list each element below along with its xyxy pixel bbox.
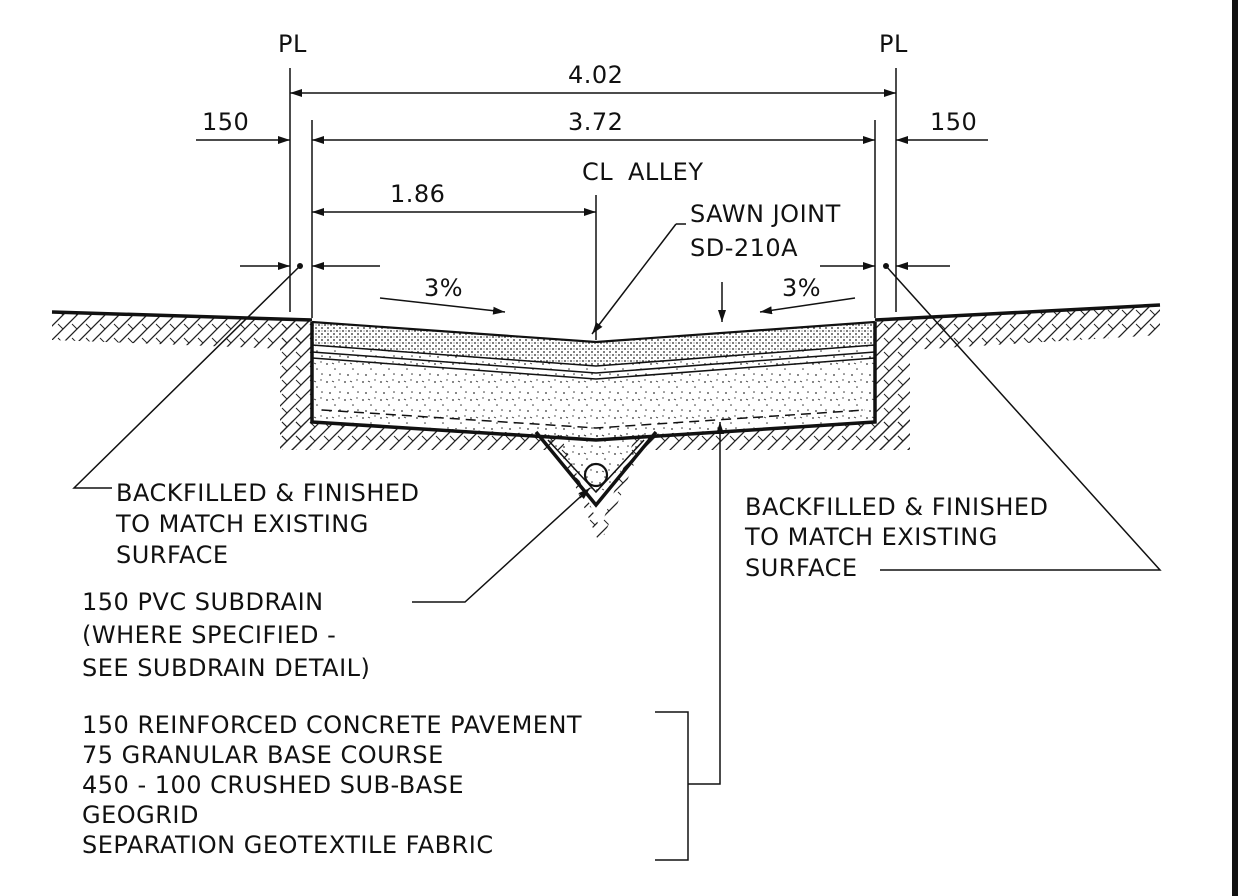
- pl-right: PL: [879, 30, 908, 58]
- sawn-joint-leader: [591, 223, 677, 335]
- dimension-lines: [196, 68, 988, 340]
- backfill-left-1: BACKFILLED & FINISHED: [116, 479, 420, 507]
- backfill-right-2: TO MATCH EXISTING: [744, 523, 998, 551]
- layers-bracket: [655, 711, 689, 861]
- backfill-left-2: TO MATCH EXISTING: [115, 510, 369, 538]
- subdrain-1: 150 PVC SUBDRAIN: [82, 588, 324, 616]
- sheet-border: [1232, 0, 1238, 896]
- existing-ground: [51, 303, 1161, 545]
- dim-pavement-width: 3.72: [568, 108, 623, 136]
- layer-4: GEOGRID: [82, 801, 199, 829]
- centerline-label: ALLEY: [628, 158, 703, 186]
- subdrain-leader: [412, 487, 591, 603]
- subdrain-pipe: [583, 462, 609, 488]
- slope-right: 3%: [782, 274, 821, 302]
- subdrain-3: SEE SUBDRAIN DETAIL): [82, 654, 370, 682]
- layer-2: 75 GRANULAR BASE COURSE: [82, 741, 444, 769]
- dim-offset-right: 150: [930, 108, 977, 136]
- slope-arrow-left: [379, 297, 506, 315]
- dim-overall: 4.02: [568, 61, 623, 89]
- dim-offset-left: 150: [202, 108, 249, 136]
- backfill-right-3: SURFACE: [745, 554, 858, 582]
- layer-1: 150 REINFORCED CONCRETE PAVEMENT: [82, 711, 582, 739]
- backfill-right-leader: [880, 265, 1162, 571]
- sawn-joint-line1: SAWN JOINT: [690, 200, 841, 228]
- backfill-right-1: BACKFILLED & FINISHED: [745, 493, 1049, 521]
- slope-arrow-right: [759, 297, 856, 315]
- slope-left: 3%: [424, 274, 463, 302]
- subdrain-2: (WHERE SPECIFIED -: [82, 621, 336, 649]
- backfill-left-3: SURFACE: [116, 541, 229, 569]
- centerline-symbol: CL: [582, 158, 613, 186]
- sawn-joint-line2: SD-210A: [690, 234, 798, 262]
- layers-leader: [688, 422, 724, 785]
- layer-5: SEPARATION GEOTEXTILE FABRIC: [82, 831, 494, 859]
- layer-3: 450 - 100 CRUSHED SUB-BASE: [82, 771, 464, 799]
- dim-half-width: 1.86: [390, 180, 445, 208]
- pavement-structure: [310, 320, 877, 508]
- backfill-left-leader: [72, 265, 301, 489]
- pl-left: PL: [278, 30, 307, 58]
